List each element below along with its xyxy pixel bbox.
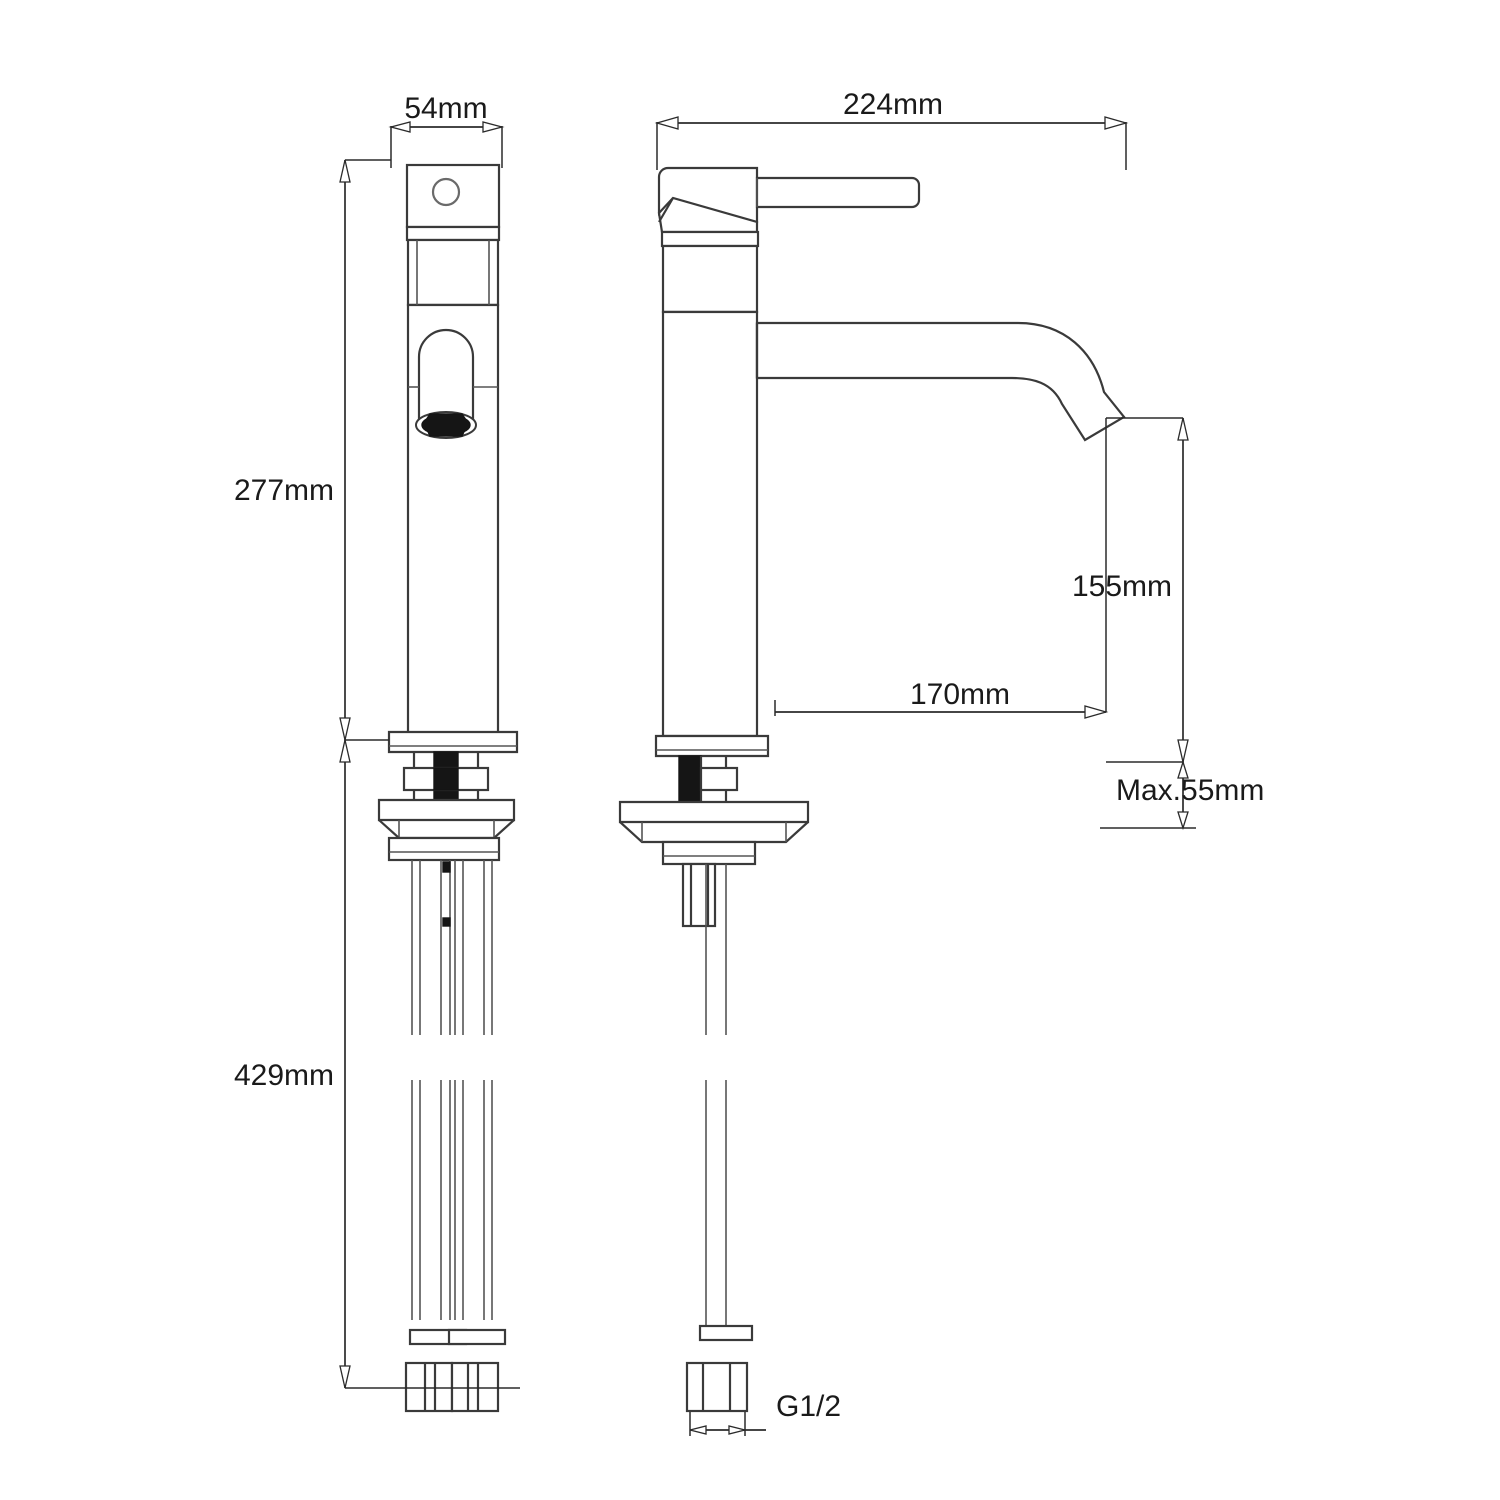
side-view-mounting-assembly [618, 734, 810, 928]
side-view-inlet-connector [685, 1324, 754, 1413]
dimension-277mm-label: 277mm [234, 474, 334, 507]
side-view-hose [705, 864, 727, 1326]
front-view-cap [405, 163, 501, 242]
front-view-mounting-assembly [377, 730, 519, 862]
dimension-170mm-label: 170mm [910, 678, 1010, 711]
front-view-spout-outlet [408, 328, 498, 439]
front-view-hoses-lower [411, 1080, 493, 1320]
side-view-group [618, 166, 1126, 1413]
front-view-body [406, 238, 500, 737]
dimension-277mm: 277mm [234, 159, 391, 741]
dimension-max-55mm-label: Max.55mm [1116, 774, 1264, 807]
dimension-224mm: 224mm [654, 88, 1129, 170]
dimension-170mm: 170mm [774, 418, 1109, 719]
dimension-g12-label: G1/2 [776, 1390, 841, 1423]
dimension-max-55mm: Max.55mm [1100, 759, 1264, 831]
dimension-224mm-label: 224mm [843, 88, 943, 121]
dimension-429mm: 429mm [234, 739, 520, 1389]
dimension-g12: G1/2 [689, 1390, 841, 1436]
dimension-54mm: 54mm [388, 92, 505, 168]
front-view-group [377, 163, 519, 1413]
side-view-spout [755, 321, 1126, 442]
side-view-cap-and-lever [657, 166, 921, 248]
front-view-hose-connectors [404, 1328, 507, 1413]
side-view-body [661, 244, 759, 738]
dimension-429mm-label: 429mm [234, 1059, 334, 1092]
cartridge-screw-hole-icon [431, 177, 461, 207]
front-view-hoses-upper [411, 860, 493, 1035]
dimension-155mm: 155mm [1072, 417, 1189, 763]
dimension-155mm-label: 155mm [1072, 570, 1172, 603]
dimension-54mm-label: 54mm [404, 92, 487, 125]
